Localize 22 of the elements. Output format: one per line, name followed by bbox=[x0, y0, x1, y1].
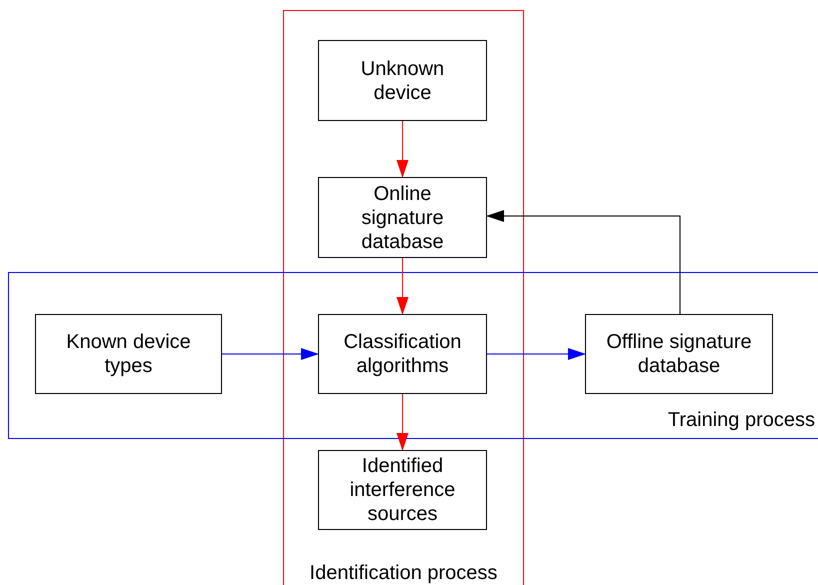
process-box bbox=[318, 314, 487, 394]
arrow bbox=[486, 348, 586, 360]
box-label: Online signature database bbox=[360, 182, 445, 254]
region-label: Identification process bbox=[310, 562, 498, 585]
arrow bbox=[396, 120, 408, 178]
process-box bbox=[585, 314, 773, 394]
arrow bbox=[486, 210, 680, 314]
box-label: Identified interference sources bbox=[348, 454, 456, 526]
process-box bbox=[35, 314, 222, 394]
box-label: Classification algorithms bbox=[342, 330, 462, 378]
box-label: Offline signature database bbox=[605, 330, 753, 378]
arrow bbox=[396, 258, 408, 315]
process-region bbox=[8, 272, 818, 439]
process-region bbox=[283, 10, 524, 585]
process-box bbox=[318, 450, 487, 530]
process-box bbox=[318, 177, 487, 258]
process-box bbox=[318, 40, 487, 121]
arrow bbox=[396, 394, 408, 451]
region-label: Training process bbox=[668, 409, 815, 432]
box-label: Known device types bbox=[65, 330, 192, 378]
box-label: Unknown device bbox=[360, 56, 446, 104]
arrow bbox=[222, 348, 319, 360]
